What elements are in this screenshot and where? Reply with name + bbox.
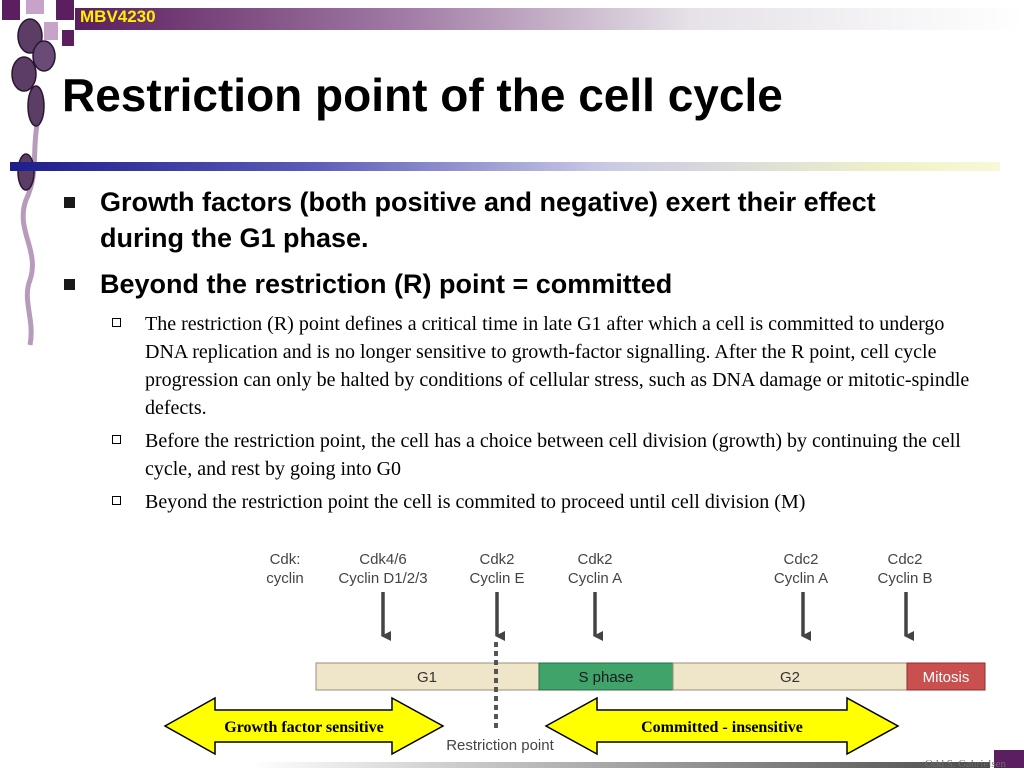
footer-author: Odd S. Gabrielsen (925, 758, 1006, 770)
complex-label-line2: Cyclin B (877, 570, 932, 587)
phase-label: G2 (780, 669, 800, 686)
sub-bullet-text: The restriction (R) point defines a crit… (145, 313, 970, 419)
cell-chain-decoration (11, 18, 56, 346)
complex-label-line2: Cyclin A (774, 570, 828, 587)
sub-bullet-item: Before the restriction point, the cell h… (112, 427, 972, 483)
slide-title: Restriction point of the cell cycle (62, 69, 783, 121)
complex-label-line1: Cdk2 (577, 551, 612, 568)
course-code: MBV4230 (80, 7, 156, 26)
sub-bullet-item: Beyond the restriction point the cell is… (112, 488, 972, 544)
arrow-label: Growth factor sensitive (224, 719, 383, 736)
complex-label-line1: Cdc2 (783, 551, 818, 568)
complex-label-line2: Cyclin E (469, 570, 524, 587)
growth-factor-sensitive-arrow (163, 696, 445, 756)
bullet-text: Beyond the restriction (R) point = commi… (100, 269, 673, 299)
corner-square (44, 22, 58, 40)
phase-label: Mitosis (923, 669, 970, 686)
corner-square (2, 0, 20, 20)
restriction-point-label: Restriction point (446, 737, 554, 754)
corner-square (26, 0, 44, 14)
bullet-text: Growth factors (both positive and negati… (100, 187, 876, 253)
phase-segment-mitosis (906, 662, 986, 691)
row-label-line1: Cdk: (270, 551, 301, 568)
corner-square (62, 30, 74, 46)
complex-label-line1: Cdc2 (887, 551, 922, 568)
sub-bullet-text: Beyond the restriction point the cell is… (145, 491, 806, 513)
phase-segment-g2 (672, 662, 908, 691)
phase-label: S phase (578, 669, 633, 686)
sub-bullet-item: The restriction (R) point defines a crit… (112, 310, 972, 422)
square-bullet-icon (64, 197, 75, 208)
footer-square (994, 750, 1024, 768)
title-underline-bar (10, 162, 1000, 171)
arrow-label: Committed - insensitive (641, 719, 803, 736)
square-bullet-icon (64, 279, 75, 290)
phase-segment-s (538, 662, 674, 691)
sub-bullet-text: Before the restriction point, the cell h… (145, 430, 961, 480)
bullet-item: Beyond the restriction (R) point = commi… (62, 266, 942, 302)
hollow-square-bullet-icon (112, 318, 121, 327)
corner-square (56, 0, 74, 20)
complex-label-line2: Cyclin A (568, 570, 622, 587)
row-label-line2: cyclin (266, 570, 304, 587)
complex-label-line2: Cyclin D1/2/3 (338, 570, 427, 587)
hollow-square-bullet-icon (112, 435, 121, 444)
complex-label-line1: Cdk2 (479, 551, 514, 568)
committed-insensitive-arrow (544, 696, 900, 756)
phase-label: G1 (417, 669, 437, 686)
hollow-square-bullet-icon (112, 496, 121, 505)
footer-bar (250, 762, 990, 768)
bullet-item: Growth factors (both positive and negati… (62, 184, 942, 256)
header-gradient-bar (75, 8, 1024, 30)
complex-label-line1: Cdk4/6 (359, 551, 407, 568)
